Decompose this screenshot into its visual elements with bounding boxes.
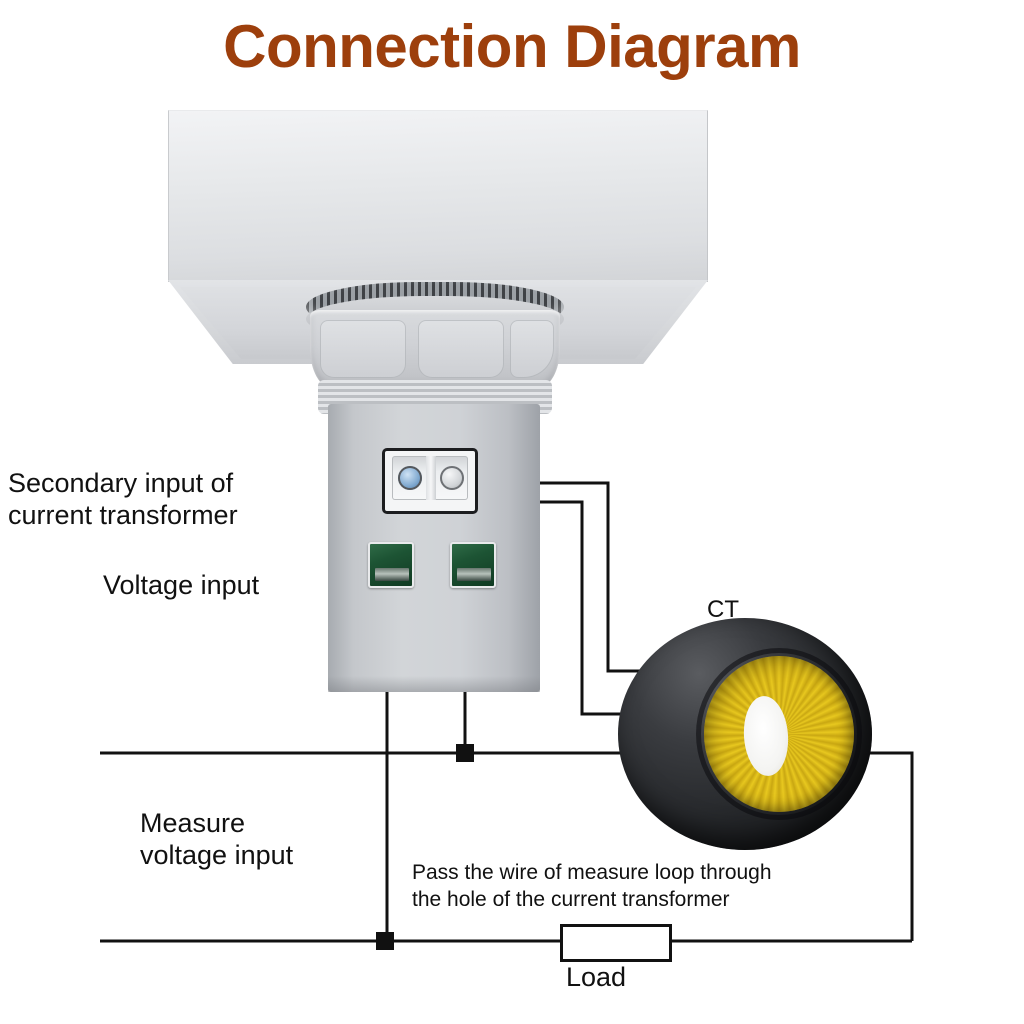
- label-pass-wire-note: Pass the wire of measure loop through th…: [412, 861, 772, 911]
- ct-secondary-terminal-divider: [426, 456, 436, 500]
- label-measure-voltage-input: Measure voltage input: [140, 808, 294, 870]
- page-title: Connection Diagram: [223, 13, 801, 80]
- junction-dot-lower: [376, 932, 394, 950]
- junction-dot-upper: [456, 744, 474, 762]
- load-symbol: [560, 924, 672, 962]
- mounting-nut-flat: [418, 320, 504, 378]
- current-transformer: [618, 618, 872, 850]
- label-voltage-input: Voltage input: [103, 570, 260, 600]
- ct-secondary-terminal-hole-1[interactable]: [398, 466, 422, 490]
- meter-housing-top-face: [168, 110, 708, 282]
- voltage-terminal-2[interactable]: [450, 542, 496, 588]
- meter-rear-body-shadow: [328, 676, 540, 692]
- label-ct-secondary-input: Secondary input of current transformer: [8, 468, 238, 530]
- panel-meter-device: [160, 104, 716, 710]
- ct-secondary-terminal-hole-2[interactable]: [440, 466, 464, 490]
- wire-measure-upper-rail: [100, 751, 914, 941]
- label-load: Load: [566, 962, 627, 992]
- label-ct: CT: [707, 596, 739, 623]
- mounting-nut-flat: [320, 320, 406, 378]
- voltage-terminal-1[interactable]: [368, 542, 414, 588]
